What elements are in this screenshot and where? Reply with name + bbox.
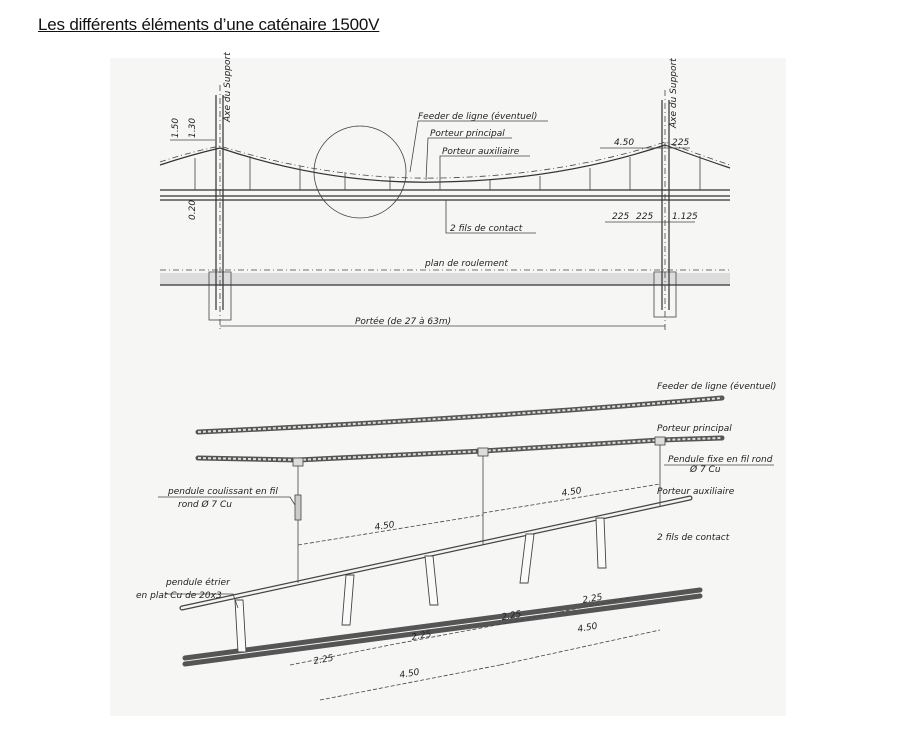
label-stirrup-hanger: pendule étrier	[165, 577, 231, 588]
dim-450: 4.50	[614, 138, 634, 148]
label-feeder: Feeder de ligne (éventuel)	[418, 111, 537, 122]
dim-225-2: 2.25	[411, 630, 433, 643]
leader-feeder	[409, 120, 548, 173]
label-span: Portée (de 27 à 63m)	[355, 316, 451, 327]
fixed-hangers	[292, 436, 666, 583]
dim-225-3: 2.25	[501, 610, 523, 623]
leader-contact	[445, 200, 536, 234]
dim-225-a: 225	[612, 212, 629, 222]
dimension-lines	[289, 483, 661, 701]
contact-wire-1	[182, 587, 703, 661]
dim-total-b: 4.50	[577, 622, 599, 635]
feeder-cable	[195, 395, 725, 435]
label-stirrup-hanger-2: en plat Cu de 20x3	[136, 591, 222, 601]
dim-total-a: 4.50	[399, 668, 421, 681]
dim-225-b: 225	[636, 212, 653, 222]
contact-wire-2	[182, 593, 703, 667]
label-support-axis-left: Axe du Support	[223, 52, 233, 123]
label-contact-wires: 2 fils de contact	[450, 224, 523, 234]
elevation-view: Feeder de ligne (éventuel) Porteur princ…	[159, 52, 731, 330]
perspective-view: Feeder de ligne (éventuel) Porteur princ…	[136, 381, 776, 701]
dim-130: 1.30	[188, 118, 198, 138]
dim-020: 0.20	[188, 200, 198, 220]
stirrup-hangers	[234, 517, 607, 653]
leader-main-carrier	[425, 137, 512, 181]
document-title: Les différents éléments d’une caténaire …	[38, 15, 380, 34]
label-main-carrier: Porteur principal	[657, 424, 732, 434]
label-aux-carrier: Porteur auxiliaire	[657, 487, 735, 497]
label-sliding-hanger: pendule coulissant en fil	[167, 487, 278, 497]
label-sliding-hanger-2: rond Ø 7 Cu	[178, 499, 232, 510]
leader-sliding-hanger	[158, 496, 296, 506]
detail-circle	[313, 125, 407, 219]
label-rail-plane: plan de roulement	[424, 259, 508, 269]
leader-aux-carrier	[439, 155, 530, 190]
label-contact-wires: 2 fils de contact	[657, 533, 730, 543]
label-aux-carrier: Porteur auxiliaire	[442, 147, 520, 157]
dim-1125: 1.125	[672, 212, 698, 222]
label-fixed-hanger: Pendule fixe en fil rond	[668, 455, 773, 465]
label-main-carrier: Porteur principal	[430, 129, 505, 139]
label-support-axis-right: Axe du Support	[669, 58, 679, 129]
dim-150: 1.50	[171, 118, 181, 138]
label-feeder: Feeder de ligne (éventuel)	[657, 381, 776, 392]
leader-stirrup-hanger	[165, 593, 239, 609]
aux-carrier-tube-inner	[180, 496, 692, 610]
ground-hatch	[160, 273, 730, 285]
feeder-cable-strand	[197, 397, 723, 433]
dim-upper-b: 4.50	[561, 486, 583, 499]
dim-225-1: 2.25	[313, 654, 335, 667]
main-carrier-strand	[197, 437, 723, 462]
label-fixed-hanger-2: Ø 7 Cu	[689, 464, 721, 475]
dim-upper-a: 4.50	[374, 520, 396, 533]
dim-225-4: 2.25	[582, 593, 604, 606]
dim-225-top: 225	[672, 138, 689, 148]
hangers	[194, 156, 701, 190]
